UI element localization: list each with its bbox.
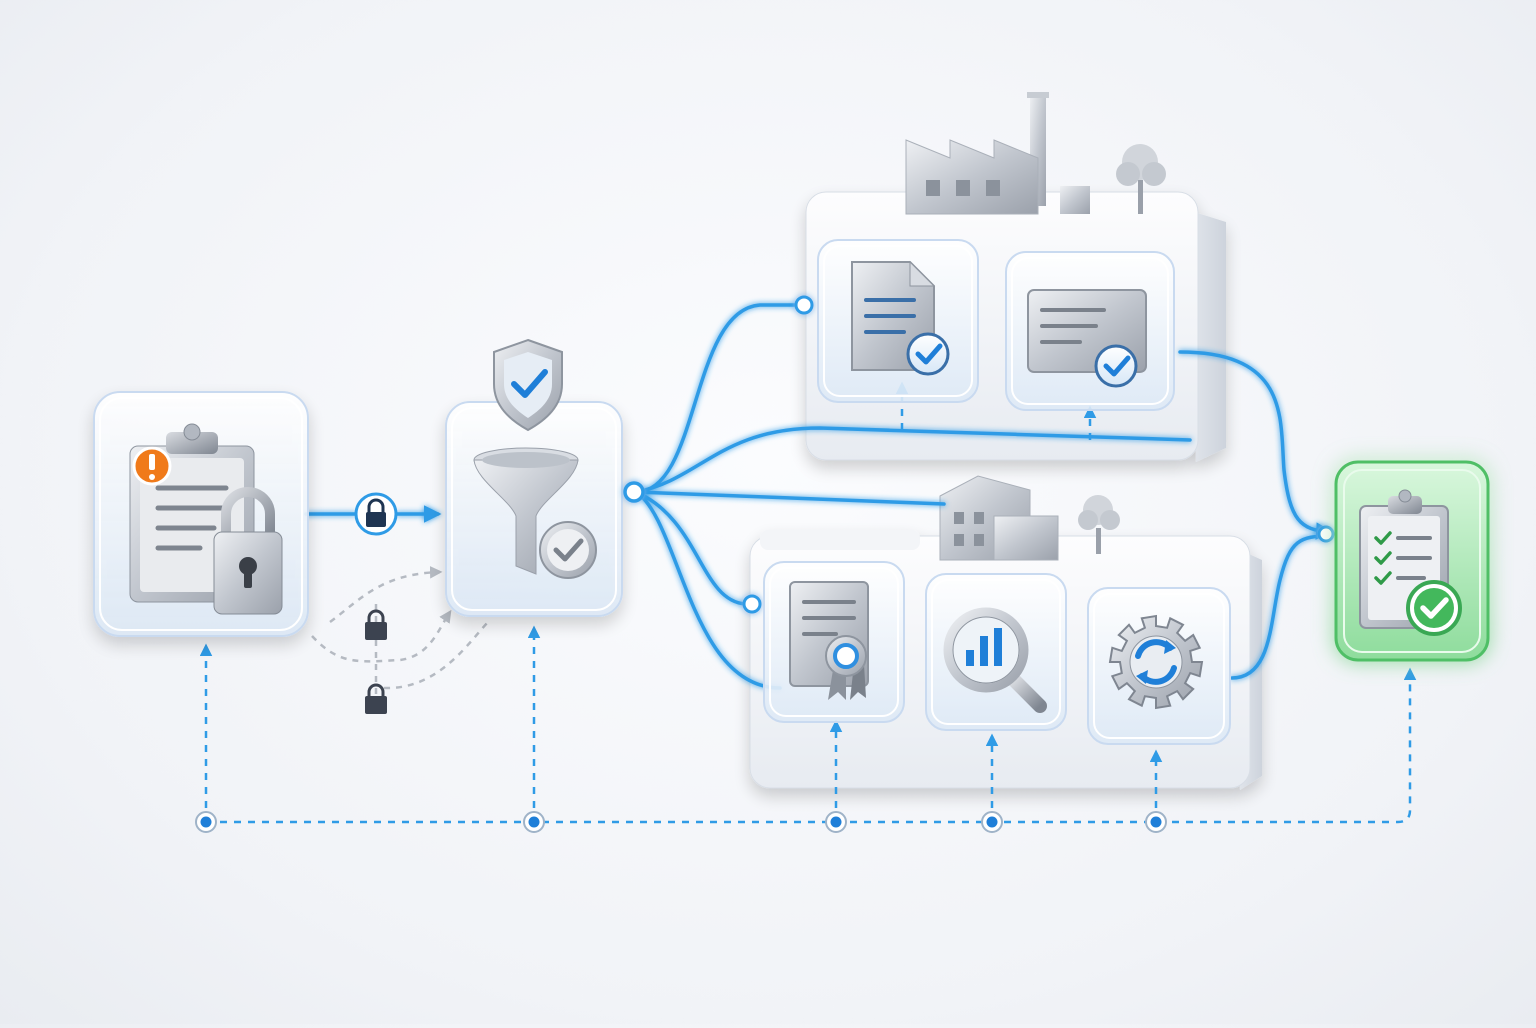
office-building-icon <box>939 475 1059 561</box>
flow-lines <box>304 303 1334 690</box>
result-entry-node <box>1317 525 1335 543</box>
timeline-point <box>825 811 847 833</box>
timeline-point <box>981 811 1003 833</box>
timeline-point <box>523 811 545 833</box>
timeline-point <box>1145 811 1167 833</box>
certificate-ribbon-icon <box>789 581 869 700</box>
flow-line-to-plant-a-doc <box>634 303 802 494</box>
flow-line-plant-b-out <box>1230 534 1332 680</box>
document-check-icon <box>851 260 950 376</box>
timeline-point <box>195 811 217 833</box>
gear-cycle-icon <box>1108 614 1204 710</box>
magnifier-chart-icon <box>943 607 1047 713</box>
form-check-icon <box>1027 289 1147 388</box>
lock-badge-intake <box>354 492 398 536</box>
flow-line-to-plant-b-top <box>634 490 946 506</box>
timeline <box>199 381 1417 824</box>
alert-badge-icon <box>132 446 172 486</box>
padlock-icon <box>213 487 283 615</box>
flow-line-to-plant-b-cert <box>634 490 747 606</box>
lock-icon <box>365 609 387 640</box>
factory-icon <box>905 92 1090 215</box>
clipboard-checklist-check-icon <box>1359 489 1462 636</box>
check-badge-icon <box>539 521 597 579</box>
clipboard-lock-alert-icon <box>129 423 283 615</box>
plant-a-entry-node <box>794 295 814 315</box>
tree-icon <box>1078 495 1120 554</box>
tree-icon <box>1116 144 1166 214</box>
bypass-lines <box>311 566 491 700</box>
timeline-points <box>195 811 1167 833</box>
flow-line-to-plant-b-bottom <box>634 490 782 690</box>
flow-line-to-plant-a-mid <box>634 426 1192 494</box>
lock-icon <box>365 683 387 714</box>
flow-line-plant-a-out <box>1178 350 1334 540</box>
funnel-icon <box>473 447 579 575</box>
plant-b-entry-node <box>742 594 762 614</box>
shield-check-icon <box>493 338 563 432</box>
junction-node <box>623 481 645 503</box>
